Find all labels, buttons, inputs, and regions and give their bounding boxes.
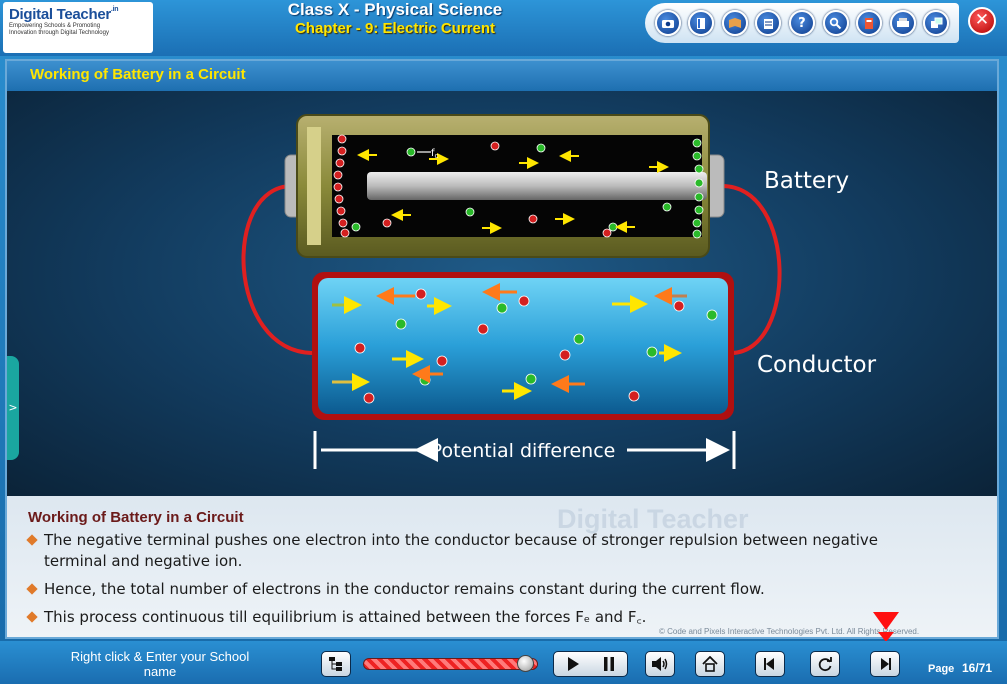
bullet-point: This process continuous till equilibrium… xyxy=(44,607,944,628)
home-icon xyxy=(702,656,718,672)
next-icon xyxy=(881,658,891,670)
logo-tagline-1: Empowering Schools & Promoting xyxy=(9,23,101,29)
battery-label: Battery xyxy=(764,168,849,194)
home-button[interactable] xyxy=(695,651,725,677)
menu-button[interactable] xyxy=(321,651,351,677)
close-icon: ✕ xyxy=(974,10,990,30)
conductor xyxy=(312,272,734,420)
previous-button[interactable] xyxy=(755,651,785,677)
chapter-title: Chapter - 9: Electric Current xyxy=(294,20,496,37)
speaker-icon xyxy=(652,657,668,671)
school-name-field[interactable]: Right click & Enter your School name xyxy=(70,649,250,679)
slide-title-bar: Working of Battery in a Circuit xyxy=(7,61,997,91)
close-button[interactable]: ✕ xyxy=(968,7,996,35)
page-number: 16/71 xyxy=(962,661,993,675)
tree-menu-icon xyxy=(329,657,342,671)
page-label: Page xyxy=(928,663,955,675)
glossary-icon[interactable] xyxy=(856,10,883,36)
play-icon[interactable] xyxy=(565,656,581,672)
slide-title: Working of Battery in a Circuit xyxy=(30,66,246,83)
force-label: fc xyxy=(431,148,439,160)
help-icon[interactable]: ? xyxy=(788,10,815,36)
conductor-label: Conductor xyxy=(757,352,877,378)
next-button[interactable] xyxy=(870,651,900,677)
panel-title: Working of Battery in a Circuit xyxy=(28,509,244,526)
logo: Digital Teacher.in Empowering Schools & … xyxy=(3,2,153,53)
battery xyxy=(284,114,725,258)
play-pause-control[interactable] xyxy=(553,651,628,677)
header-bar: Digital Teacher.in Empowering Schools & … xyxy=(0,0,1007,56)
side-panel-toggle[interactable]: > xyxy=(7,356,19,460)
edit-icon[interactable] xyxy=(755,10,782,36)
footer-bar: Right click & Enter your School name Pag… xyxy=(0,641,1007,684)
conductor-particles xyxy=(332,283,718,404)
battery-circuit-diagram: fc xyxy=(241,114,877,469)
watermark: Digital Teacher xyxy=(557,504,749,534)
progress-bar[interactable] xyxy=(363,658,538,670)
print-icon[interactable] xyxy=(889,10,916,36)
animation-stage: fc xyxy=(7,91,997,496)
book-icon[interactable] xyxy=(688,10,715,36)
search-icon[interactable] xyxy=(822,10,849,36)
potential-difference-label: Potential difference xyxy=(431,440,616,462)
refresh-button[interactable] xyxy=(810,651,840,677)
class-title: Class X - Physical Science xyxy=(287,0,503,19)
progress-handle[interactable] xyxy=(517,655,535,672)
down-arrow-marker-icon xyxy=(873,612,899,642)
battery-particles: fc xyxy=(333,134,704,239)
potential-difference-arrow: Potential difference xyxy=(313,431,736,469)
title-block: Class X - Physical Science Chapter - 9: … xyxy=(160,0,630,38)
window-icon[interactable] xyxy=(923,10,950,36)
camera-icon[interactable] xyxy=(654,10,681,36)
chevron-right-icon: > xyxy=(8,401,18,414)
logo-tagline-2: Innovation through Digital Technology xyxy=(9,30,109,36)
bullet-point: Hence, the total number of electrons in … xyxy=(44,579,944,600)
pause-icon[interactable] xyxy=(602,656,616,672)
notebook-icon[interactable] xyxy=(721,10,748,36)
refresh-icon xyxy=(818,657,832,672)
sound-button[interactable] xyxy=(645,651,675,677)
previous-icon xyxy=(764,658,774,670)
content-frame: Working of Battery in a Circuit xyxy=(5,59,999,642)
bullet-point: The negative terminal pushes one electro… xyxy=(44,530,944,572)
text-panel: Digital Teacher Working of Battery in a … xyxy=(7,496,997,642)
logo-brand: Digital Teacher.in xyxy=(9,6,119,23)
copyright-text: © Code and Pixels Interactive Technologi… xyxy=(659,627,920,636)
left-wire xyxy=(241,184,313,355)
right-wire xyxy=(721,184,782,355)
top-toolbar: ? xyxy=(645,3,959,43)
